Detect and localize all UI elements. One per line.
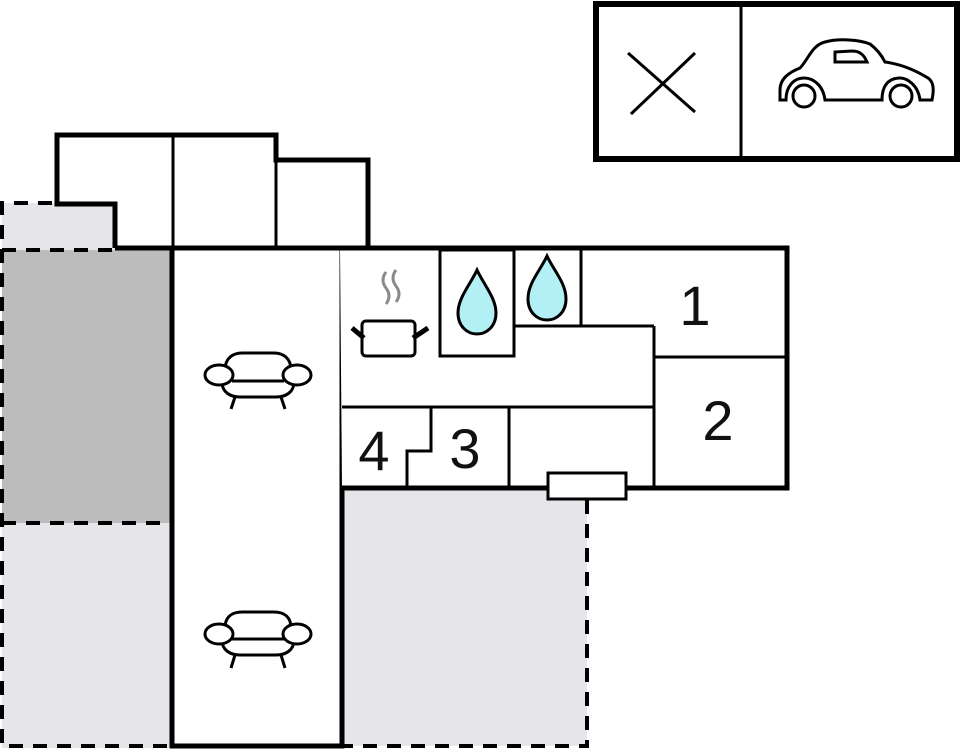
parking-legend	[593, 1, 960, 162]
cooking-pot-icon	[350, 269, 430, 358]
water-drop-icon	[456, 266, 498, 336]
room-label-4: 4	[358, 419, 389, 482]
terrace-left	[0, 201, 172, 748]
house-walls	[54, 132, 790, 749]
water-drop-icon	[526, 252, 568, 322]
car-icon	[778, 38, 935, 109]
sofa-icon	[203, 610, 313, 669]
cross-icon	[627, 51, 697, 116]
sofa-icon	[203, 351, 313, 410]
room-label-3: 3	[449, 417, 480, 480]
room-label-2: 2	[702, 389, 733, 452]
terrace-bottom	[344, 488, 589, 748]
room-label-1: 1	[679, 274, 710, 337]
